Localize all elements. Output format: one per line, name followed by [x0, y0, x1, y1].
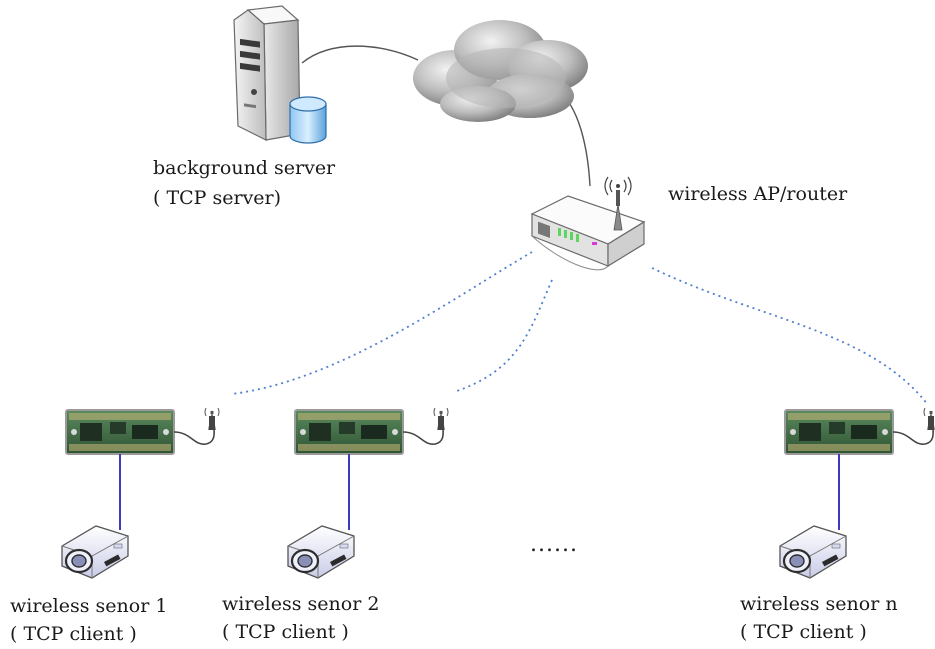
sensor-board-1	[65, 407, 220, 455]
router-label: wireless AP/router	[668, 183, 848, 205]
server-cloud-link	[301, 45, 419, 64]
internet-cloud-icon	[413, 20, 588, 122]
wireless-link-1	[231, 251, 533, 395]
sensor-n-label: wireless senor n	[740, 593, 898, 615]
database-icon	[289, 96, 327, 144]
server-label: background server	[153, 157, 336, 179]
sensor-n-sublabel: ( TCP client )	[740, 621, 867, 643]
projector-icon-1	[60, 524, 130, 580]
wireless-router-icon	[530, 176, 646, 271]
sensor-1-sublabel: ( TCP client )	[10, 623, 137, 645]
sensor-board-n	[784, 407, 935, 455]
wireless-link-2	[453, 279, 553, 393]
sensor-1-label: wireless senor 1	[10, 595, 168, 617]
sensor-2-sublabel: ( TCP client )	[222, 621, 349, 643]
wireless-link-n	[651, 267, 929, 406]
projector-icon-2	[286, 524, 356, 580]
sensor-board-2	[294, 407, 449, 455]
projector-icon-n	[778, 524, 848, 580]
sensor-2-label: wireless senor 2	[222, 593, 380, 615]
ellipsis: ......	[530, 532, 578, 557]
server-sublabel: ( TCP server)	[153, 187, 282, 209]
